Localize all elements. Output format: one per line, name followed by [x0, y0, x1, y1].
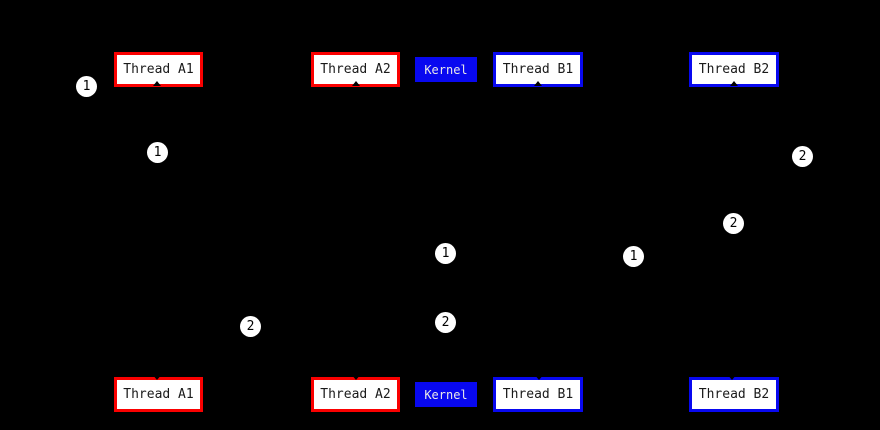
thread-b1-top-label: Thread B1 — [502, 62, 574, 77]
arrowhead-icon — [534, 81, 542, 86]
kernel-top-label: Kernel — [424, 62, 468, 77]
arrowhead-icon — [153, 81, 161, 86]
arrowhead-icon — [727, 374, 737, 380]
kernel-bottom-box: Kernel — [415, 382, 477, 407]
thread-b1-bottom-box: Thread B1 — [493, 377, 583, 412]
arrowhead-icon — [730, 81, 738, 86]
arrowhead-icon — [352, 81, 360, 86]
thread-a1-top-label: Thread A1 — [123, 62, 194, 77]
step-marker-2: 2 — [240, 316, 261, 337]
step-marker-1: 1 — [76, 76, 97, 97]
thread-b2-top-label: Thread B2 — [698, 62, 770, 77]
arrowhead-icon — [351, 374, 361, 380]
thread-a1-bottom-box: Thread A1 — [114, 377, 203, 412]
kernel-bottom-label: Kernel — [424, 387, 468, 402]
arrowhead-icon — [534, 374, 544, 380]
step-marker-1: 1 — [435, 243, 456, 264]
step-marker-1: 1 — [623, 246, 644, 267]
step-marker-2: 2 — [723, 213, 744, 234]
thread-b2-bottom-label: Thread B2 — [698, 387, 770, 402]
step-marker-1: 1 — [147, 142, 168, 163]
thread-a2-bottom-box: Thread A2 — [311, 377, 400, 412]
kernel-top-box: Kernel — [415, 57, 477, 82]
thread-b2-bottom-box: Thread B2 — [689, 377, 779, 412]
thread-a1-bottom-label: Thread A1 — [123, 387, 194, 402]
step-marker-2: 2 — [435, 312, 456, 333]
arrowhead-icon — [152, 374, 162, 380]
thread-a2-top-label: Thread A2 — [320, 62, 391, 77]
thread-a2-bottom-label: Thread A2 — [320, 387, 391, 402]
step-marker-2: 2 — [792, 146, 813, 167]
thread-b1-bottom-label: Thread B1 — [502, 387, 574, 402]
